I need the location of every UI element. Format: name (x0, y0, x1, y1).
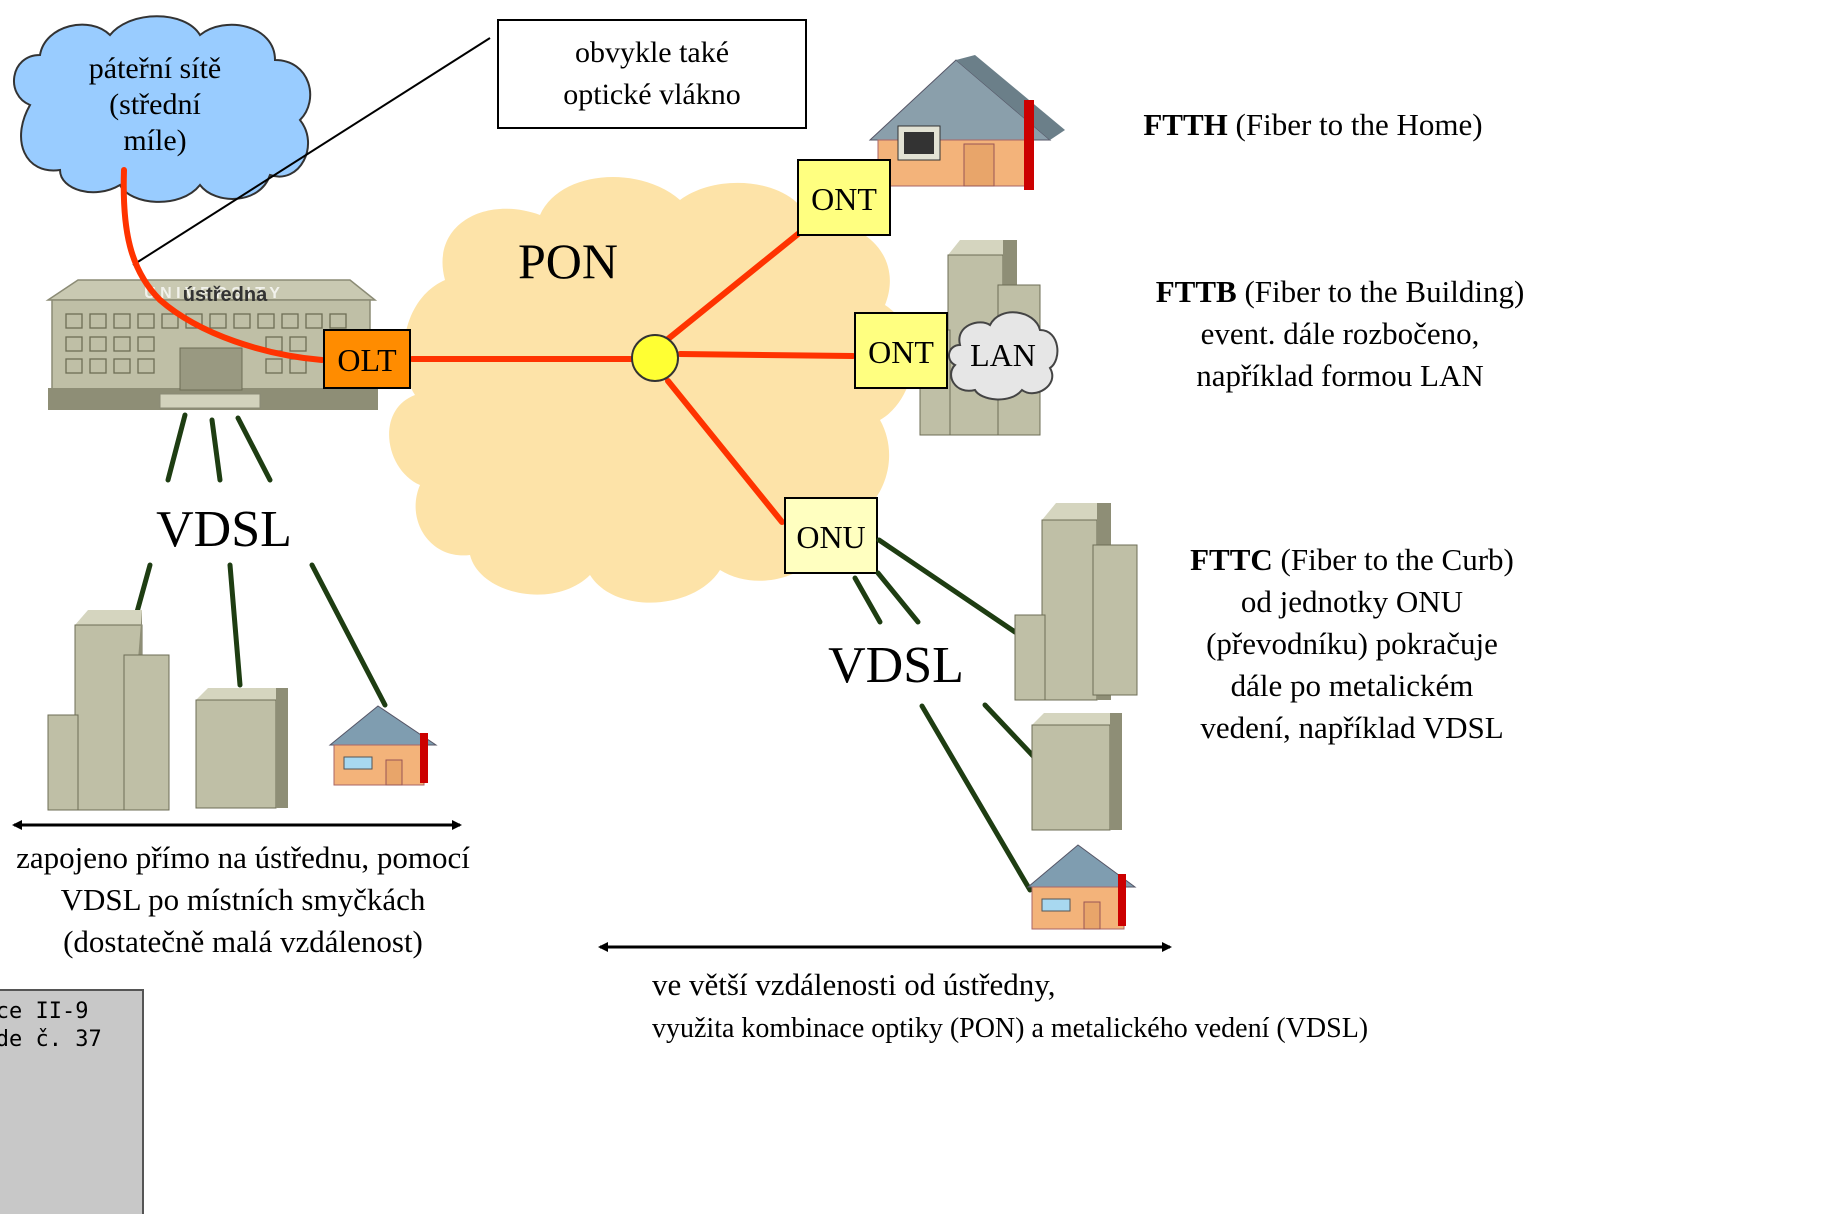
exchange-label: ústředna (183, 284, 268, 306)
olt-box (323, 329, 411, 389)
fiber-note-pointer (132, 37, 491, 266)
left-caption-line2: VDSL po místních smyčkách (61, 882, 426, 917)
fttb-bold: FTTB (1156, 274, 1237, 309)
fttc-line2: od jednotky ONU (1241, 584, 1463, 619)
pon-cloud (389, 177, 913, 603)
ont-building-box (854, 312, 948, 389)
fttc-line4: dále po metalickém (1231, 668, 1474, 703)
vdsl-left: VDSL (156, 501, 292, 558)
ont-home-box (797, 159, 891, 236)
ont-building-label: ONT (868, 334, 934, 370)
olt-label: OLT (337, 342, 397, 378)
ftth-bold: FTTH (1143, 107, 1227, 142)
fttc-line3: (převodníku) pokračuje (1206, 626, 1498, 661)
backbone-cloud (13, 15, 312, 203)
right-caption-line1: ve větší vzdálenosti od ústředny, (652, 967, 1055, 1002)
fttc-rest: (Fiber to the Curb) (1273, 542, 1514, 577)
lan-label: LAN (970, 337, 1036, 373)
slide-tag-line2: slide č. 37 (0, 1027, 102, 1052)
fttc-bold: FTTC (1190, 542, 1273, 577)
exchange-window-row1 (65, 313, 347, 329)
fttc-line5: vedení, například VDSL (1200, 710, 1503, 745)
copper-links-left (134, 412, 388, 708)
fttb-rest: (Fiber to the Building) (1237, 274, 1525, 309)
vdsl-right: VDSL (828, 637, 964, 694)
fttb-description: FTTB (Fiber to the Building) (1156, 274, 1525, 309)
ont-home-label: ONT (811, 181, 877, 217)
ftth-description: FTTH (Fiber to the Home) (1143, 107, 1482, 142)
fiber-links (120, 167, 856, 525)
fttc-mid-building (1031, 713, 1122, 831)
exchange-window-rows-right (265, 336, 307, 374)
left-tall-building (47, 610, 170, 811)
backbone-line3: míle) (123, 124, 186, 157)
fttb-line2: event. dále rozbočeno, (1201, 316, 1480, 351)
fttc-tall-building (1014, 503, 1138, 701)
left-caption-line1: zapojeno přímo na ústřednu, pomocí (16, 840, 470, 875)
backbone-line2: (střední (109, 88, 201, 121)
pon-splitter (631, 334, 679, 382)
lan-cloud (948, 311, 1059, 401)
pon-label: PON (518, 233, 618, 289)
backbone-line1: páteřní sítě (89, 52, 221, 85)
ftth-rest: (Fiber to the Home) (1228, 107, 1483, 142)
slide-tag-box (0, 989, 144, 1214)
right-caption-line2: využita kombinace optiky (PON) a metalic… (652, 1013, 1368, 1044)
left-house (328, 705, 438, 786)
onu-label: ONU (796, 519, 865, 555)
ftth-house (868, 55, 1065, 190)
fttb-line3: například formou LAN (1196, 358, 1484, 393)
slide-tag-line1: Lekce II-9 (0, 999, 88, 1024)
fiber-note-line1: obvykle také (575, 36, 729, 69)
exchange-window-rows-left (65, 336, 155, 374)
copper-links-right (852, 537, 1038, 893)
exchange-faded-sign: U N I V E R S I T Y (144, 285, 280, 302)
onu-box (784, 497, 878, 574)
fttc-house (1026, 844, 1137, 930)
fiber-note-box (497, 19, 807, 129)
fiber-note-line2: optické vlákno (563, 78, 740, 111)
exchange-building (45, 279, 378, 410)
fttc-description: FTTC (Fiber to the Curb) (1190, 542, 1514, 577)
left-caption-line3: (dostatečně malá vzdálenost) (63, 924, 423, 959)
left-mid-building (195, 688, 288, 809)
